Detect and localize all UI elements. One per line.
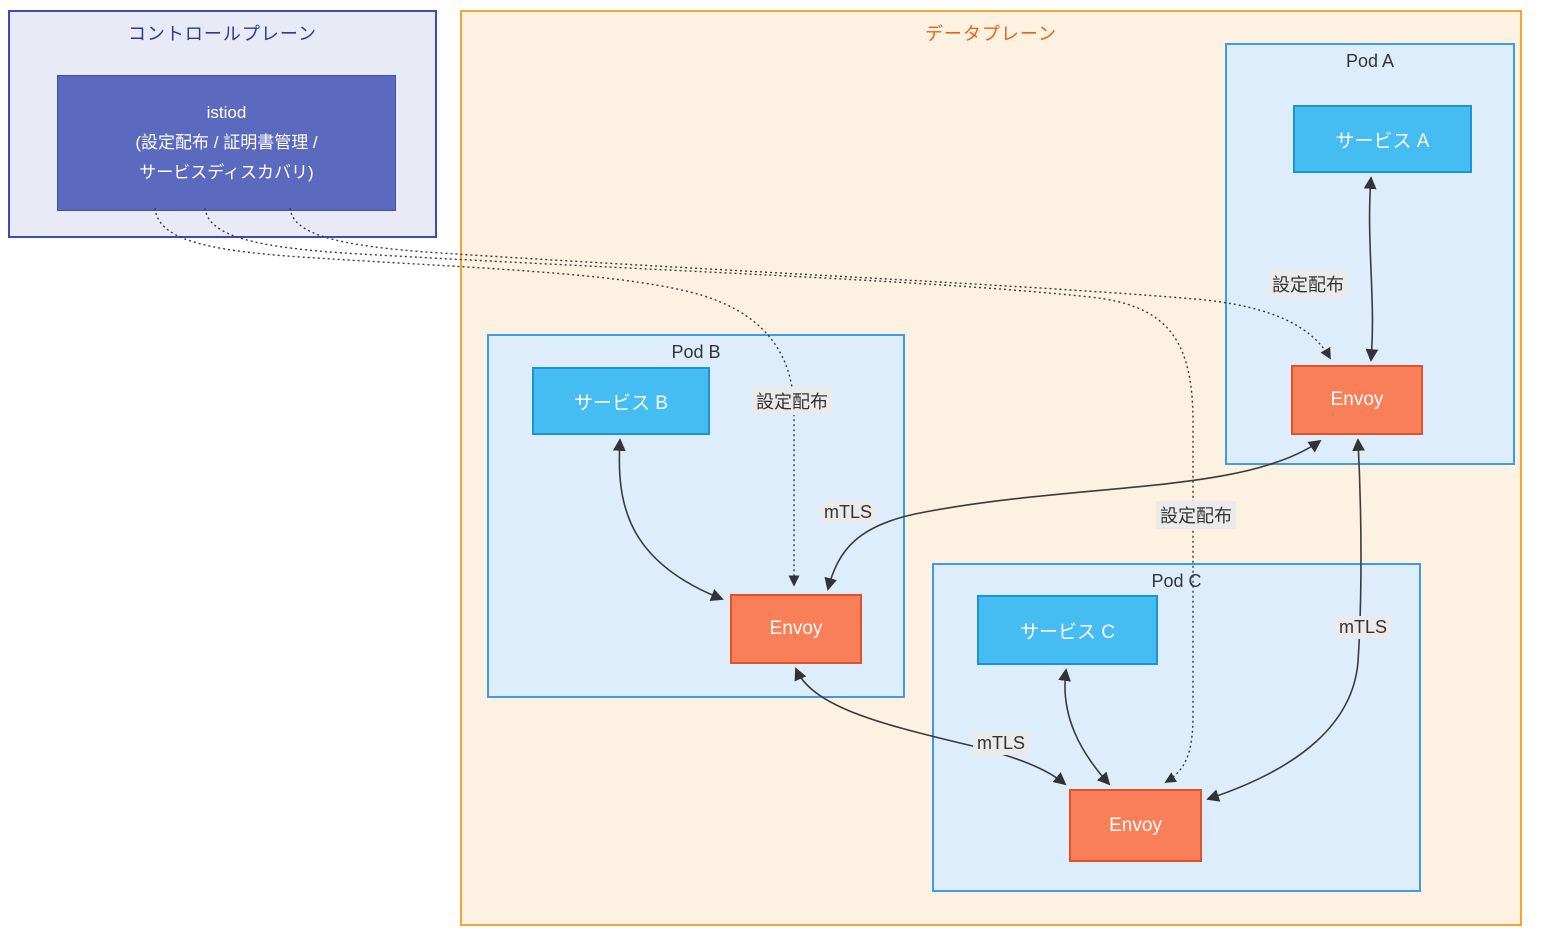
istiod-label-line2: (設定配布 / 証明書管理 / <box>135 133 318 153</box>
control-plane-title: コントロールプレーン <box>127 24 318 44</box>
edge-label-config-pod-b: 設定配布 <box>752 387 832 415</box>
edge-label-mtls-c-a: mTLS <box>1335 616 1392 639</box>
edge-label-config-pod-c: 設定配布 <box>1156 501 1236 529</box>
edge-label-mtls-b-c: mTLS <box>973 732 1030 755</box>
istiod-label-line3: サービスディスカバリ) <box>139 162 314 182</box>
envoy-c-node: Envoy <box>1069 789 1202 862</box>
edge-label-config-pod-a: 設定配布 <box>1268 270 1348 298</box>
pod-a-title: Pod A <box>1345 51 1395 71</box>
pod-b-title: Pod B <box>671 342 721 362</box>
data-plane-title: データプレーン <box>924 24 1058 44</box>
service-c-node: サービス C <box>977 595 1158 665</box>
edge-label-mtls-b-a: mTLS <box>820 501 877 524</box>
istiod-node: istiod (設定配布 / 証明書管理 / サービスディスカバリ) <box>57 75 396 211</box>
service-b-node: サービス B <box>532 367 710 435</box>
control-plane-box: コントロールプレーン istiod (設定配布 / 証明書管理 / サービスディ… <box>8 10 437 238</box>
service-a-node: サービス A <box>1293 105 1472 173</box>
pod-c-title: Pod C <box>1151 571 1202 591</box>
istiod-label-line1: istiod <box>206 103 247 123</box>
envoy-a-node: Envoy <box>1291 365 1423 435</box>
envoy-b-node: Envoy <box>730 594 862 664</box>
